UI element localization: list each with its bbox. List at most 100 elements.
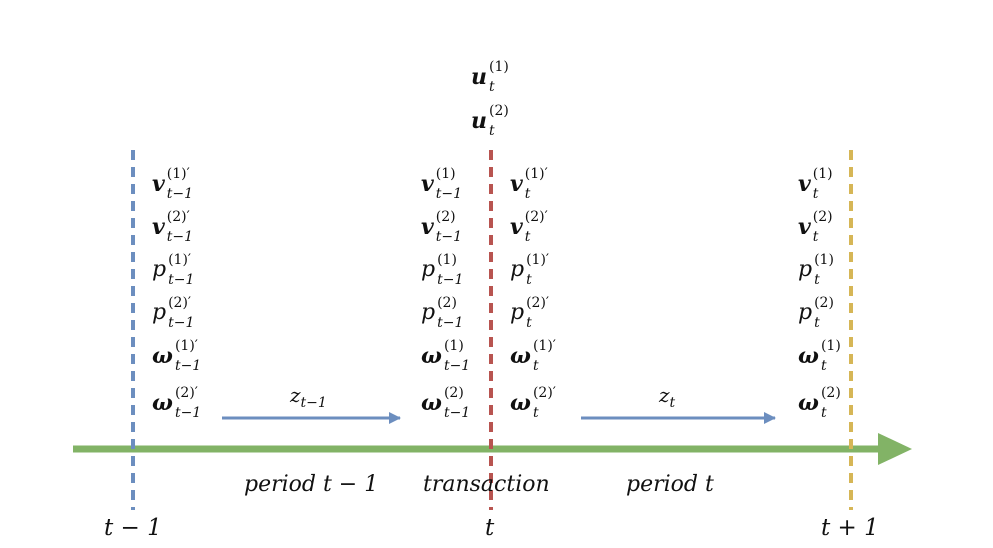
variable-subscript: t−1 — [443, 405, 471, 421]
variable-superscript: (1) — [489, 59, 509, 75]
variable-superscript: (2) — [437, 295, 457, 311]
variable-subscript: t — [526, 315, 532, 331]
variable-base: v — [152, 214, 165, 240]
variable-base: p — [798, 257, 813, 282]
variable-scripts: (2)′ t — [524, 296, 558, 332]
variable-scripts: (1)t — [819, 339, 853, 375]
variable-scripts: (1)t−1 — [442, 339, 476, 375]
variable-subscript: t−1 — [435, 229, 463, 245]
variable-base: ω — [421, 343, 442, 369]
variable-superscript: (1) — [812, 166, 833, 182]
variable-base: p — [798, 300, 813, 325]
variable-base: p — [152, 300, 167, 325]
flow-label-previous: zt−1 — [290, 383, 327, 411]
math-variable: v(2)t−1 — [421, 210, 468, 246]
math-variable: u(1) t — [471, 60, 521, 96]
variable-scripts: (1)′t — [524, 253, 558, 289]
math-variable: p(2)′ t — [510, 296, 558, 332]
variable-subscript: t−1 — [168, 272, 195, 288]
variable-subscript: t−1 — [435, 186, 463, 202]
variable-subscript: t — [489, 79, 495, 95]
math-variable: u(2)t — [471, 104, 521, 140]
variable-scripts: (2)t−1 — [434, 210, 468, 246]
variable-subscript: t — [532, 405, 539, 421]
math-variable: v(1)′t — [510, 167, 557, 203]
variable-base: v — [798, 171, 811, 197]
timeline-arrowhead — [878, 433, 912, 465]
variable-base: p — [152, 257, 167, 282]
variable-base: ω — [152, 390, 173, 416]
math-variable: v(2)′ t−1 — [152, 210, 199, 246]
variable-subscript: t — [524, 229, 531, 245]
math-variable: p(1)t−1 — [421, 253, 469, 289]
variable-subscript: t−1 — [174, 405, 202, 421]
math-variable: ω(1)t−1 — [421, 339, 476, 375]
variable-subscript: t−1 — [174, 358, 202, 374]
period-label-previous: period t − 1 — [244, 472, 379, 497]
variable-subscript: t — [814, 315, 820, 331]
math-variable: p(1)′t — [510, 253, 558, 289]
variable-base: p — [510, 257, 525, 282]
variable-base: v — [510, 214, 523, 240]
variable-base: ω — [510, 343, 531, 369]
variable-base: v — [421, 171, 434, 197]
variable-base: ω — [798, 343, 819, 369]
variable-superscript: (2)′ — [524, 209, 548, 225]
variable-superscript: (2) — [814, 295, 834, 311]
variable-base: p — [421, 300, 436, 325]
variable-superscript: (2) — [489, 103, 509, 119]
variable-scripts: (2) t — [487, 104, 521, 140]
variable-scripts: (1) t — [811, 167, 845, 203]
variable-scripts: (2)t−1 — [442, 386, 476, 422]
variable-subscript: t — [812, 229, 819, 245]
variable-subscript: t−1 — [166, 229, 194, 245]
variable-scripts: (1)′t−1 — [165, 167, 199, 203]
variable-base: v — [798, 214, 811, 240]
variable-base: u — [471, 64, 487, 90]
variable-base: p — [421, 257, 436, 282]
variable-superscript: (1) — [437, 252, 457, 268]
variable-subscript: t — [814, 272, 820, 288]
variable-base: ω — [510, 390, 531, 416]
variable-superscript: (2)′ — [168, 295, 192, 311]
math-variable: ω(2)′ t−1 — [152, 386, 207, 422]
math-variable: ω(1)t — [798, 339, 853, 375]
variable-subscript: t — [812, 186, 819, 202]
math-variable: v(1)t−1 — [421, 167, 468, 203]
variable-superscript: (2)′ — [174, 385, 198, 401]
math-variable: p(2) t−1 — [421, 296, 469, 332]
variable-superscript: (1)′ — [532, 338, 556, 354]
variable-scripts: (2)t — [819, 386, 853, 422]
variable-base: p — [510, 300, 525, 325]
variable-scripts: (1)′t — [531, 339, 565, 375]
math-variable: ω(2)t — [798, 386, 853, 422]
variable-superscript: (1) — [820, 338, 841, 354]
math-variable: p(1)′ t−1 — [152, 253, 200, 289]
tick-label-t-plus-1: t + 1 — [821, 515, 879, 541]
variable-superscript: (1)′ — [168, 252, 192, 268]
variable-subscript: t−1 — [437, 315, 464, 331]
tick-label-t-minus-1: t − 1 — [104, 515, 162, 541]
variable-subscript: t — [489, 123, 495, 139]
variable-base: v — [510, 171, 523, 197]
variable-base: ω — [152, 343, 173, 369]
variable-scripts: (2)′ t−1 — [165, 210, 199, 246]
variable-scripts: (2)′ t — [523, 210, 557, 246]
variable-superscript: (1)′ — [174, 338, 198, 354]
variable-scripts: (1)t−1 — [435, 253, 469, 289]
variable-superscript: (1) — [443, 338, 464, 354]
math-variable: p(2) t — [798, 296, 846, 332]
variable-scripts: (2)′ t−1 — [173, 386, 207, 422]
math-variable: v(2)t — [798, 210, 845, 246]
variable-superscript: (2)′ — [166, 209, 190, 225]
variable-base: v — [152, 171, 165, 197]
variable-superscript: (2)′ — [526, 295, 550, 311]
tick-label-t: t — [485, 515, 495, 541]
variable-superscript: (1) — [814, 252, 834, 268]
variable-scripts: (1) t — [812, 253, 846, 289]
math-variable: v(2)′ t — [510, 210, 557, 246]
variable-scripts: (2)′t−1 — [166, 296, 200, 332]
math-variable: v(1)′t−1 — [152, 167, 199, 203]
